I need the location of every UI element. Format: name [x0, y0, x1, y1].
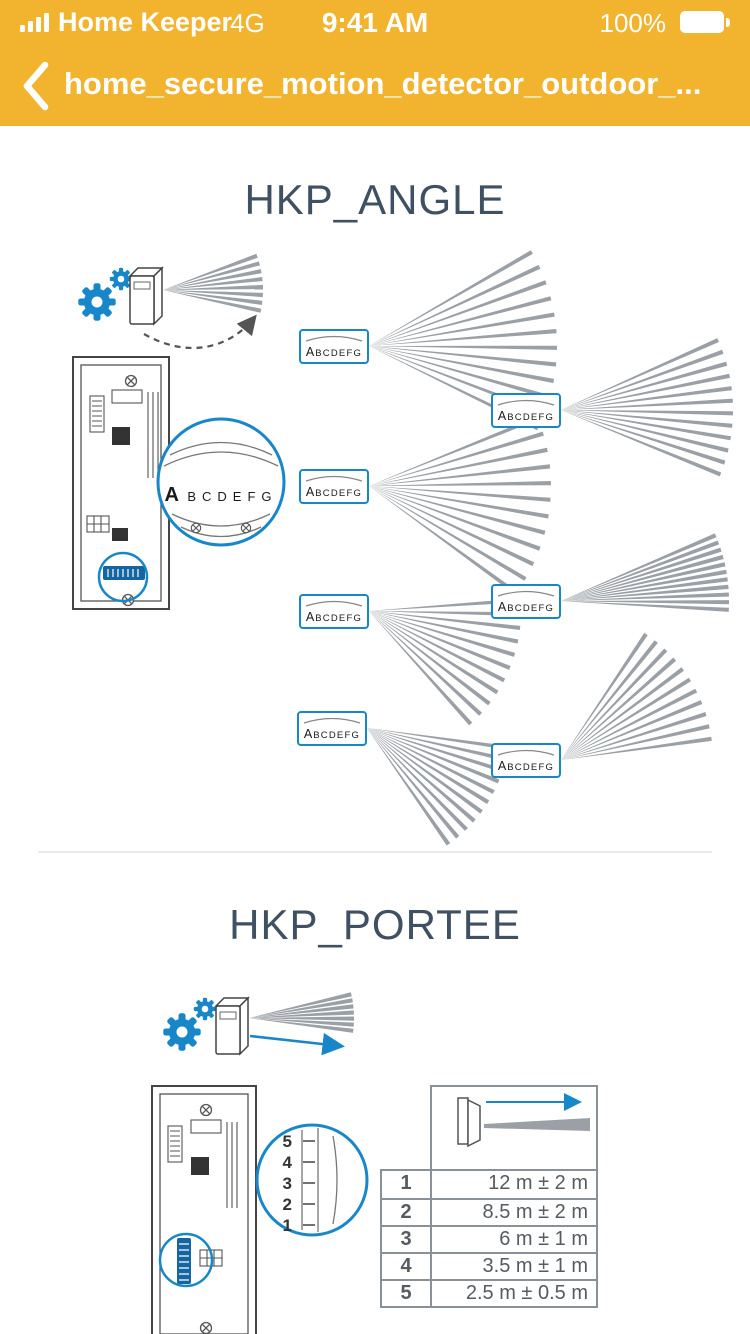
svg-text:ABCDEFG: ABCDEFG — [306, 485, 362, 499]
scale-magnifier: 5 4 3 2 1 — [255, 1123, 369, 1237]
beam-unit: ABCDEFG — [491, 632, 712, 778]
range-value: 6 m ± 1 m — [499, 1228, 588, 1250]
scale-number: 4 — [283, 1153, 293, 1172]
range-level: 1 — [382, 1171, 432, 1198]
beam-fan — [561, 338, 733, 477]
beam-fan — [369, 598, 521, 726]
section-divider — [38, 851, 712, 853]
svg-text:ABCDEFG: ABCDEFG — [498, 759, 554, 773]
table-row: 4 3.5 m ± 1 m — [382, 1252, 596, 1279]
beam-unit: ABCDEFG — [299, 594, 521, 726]
device-internal-view-angle — [72, 356, 170, 610]
section-title-angle: HKP_ANGLE — [244, 176, 506, 223]
clock: 9:41 AM — [321, 7, 429, 38]
range-level: 4 — [382, 1254, 432, 1279]
table-row: 3 6 m ± 1 m — [382, 1225, 596, 1252]
back-button[interactable] — [14, 59, 58, 113]
range-value: 12 m ± 2 m — [488, 1172, 588, 1194]
navigation-bar: home_secure_motion_detector_outdoor_... — [0, 44, 750, 126]
svg-text:ABCDEFG: ABCDEFG — [498, 409, 554, 423]
beam-fan — [249, 992, 354, 1033]
range-diagram-frame — [430, 1085, 598, 1169]
range-value: 8.5 m ± 2 m — [482, 1201, 588, 1223]
svg-text:ABCDEFG: ABCDEFG — [304, 727, 360, 741]
sweep-arrow — [143, 314, 257, 350]
range-diagram — [457, 1093, 590, 1148]
motion-detector-icon — [128, 266, 164, 326]
device-internal-view-portee — [151, 1085, 257, 1334]
table-row: 1 12 m ± 2 m — [382, 1171, 596, 1198]
range-table: 1 12 m ± 2 m 2 8.5 m ± 2 m 3 6 m ± 1 m 4… — [380, 1169, 598, 1308]
network-type-label: 4G — [230, 8, 265, 38]
motion-detector-icon — [214, 996, 250, 1056]
beam-fan — [163, 253, 263, 313]
scale-number: 5 — [283, 1132, 292, 1151]
table-row: 2 8.5 m ± 2 m — [382, 1198, 596, 1225]
carrier-label: Home Keeper — [58, 7, 233, 37]
range-value: 3.5 m ± 1 m — [482, 1255, 588, 1277]
section-title-portee: HKP_PORTEE — [229, 901, 521, 948]
range-value: 2.5 m ± 0.5 m — [465, 1282, 588, 1304]
range-level: 2 — [382, 1200, 432, 1225]
battery-percent-label: 100% — [599, 8, 667, 38]
beam-unit: ABCDEFG — [491, 533, 729, 619]
status-bar: Home Keeper 4G 9:41 AM 100% — [0, 0, 750, 44]
beam-fan — [367, 728, 508, 846]
page-title: home_secure_motion_detector_outdoor_... — [64, 66, 702, 101]
scale-number: 3 — [283, 1174, 292, 1193]
chevron-left-icon — [23, 61, 49, 111]
svg-text:ABCDEFG: ABCDEFG — [498, 600, 554, 614]
beam-fan — [561, 632, 712, 760]
beam-unit: ABCDEFG — [299, 415, 551, 595]
battery-icon — [680, 11, 730, 33]
gears-icon — [163, 997, 217, 1051]
range-level: 5 — [382, 1281, 432, 1306]
scale-number: 1 — [283, 1216, 292, 1235]
beam-fan — [561, 533, 729, 612]
beam-unit: ABCDEFG — [491, 338, 733, 477]
svg-text:ABCDEFG: ABCDEFG — [306, 345, 362, 359]
signal-bars-icon — [20, 13, 49, 32]
range-level: 3 — [382, 1227, 432, 1252]
dial-letters-magnified: A BCDEFG — [164, 484, 277, 506]
beam-unit: ABCDEFG — [297, 711, 508, 846]
beam-fan — [369, 415, 551, 595]
svg-text:ABCDEFG: ABCDEFG — [306, 610, 362, 624]
table-row: 5 2.5 m ± 0.5 m — [382, 1279, 596, 1306]
dial-magnifier: A BCDEFG — [156, 417, 286, 547]
range-arrow — [249, 1032, 345, 1056]
scale-number: 2 — [283, 1195, 292, 1214]
gears-icon — [78, 267, 133, 321]
